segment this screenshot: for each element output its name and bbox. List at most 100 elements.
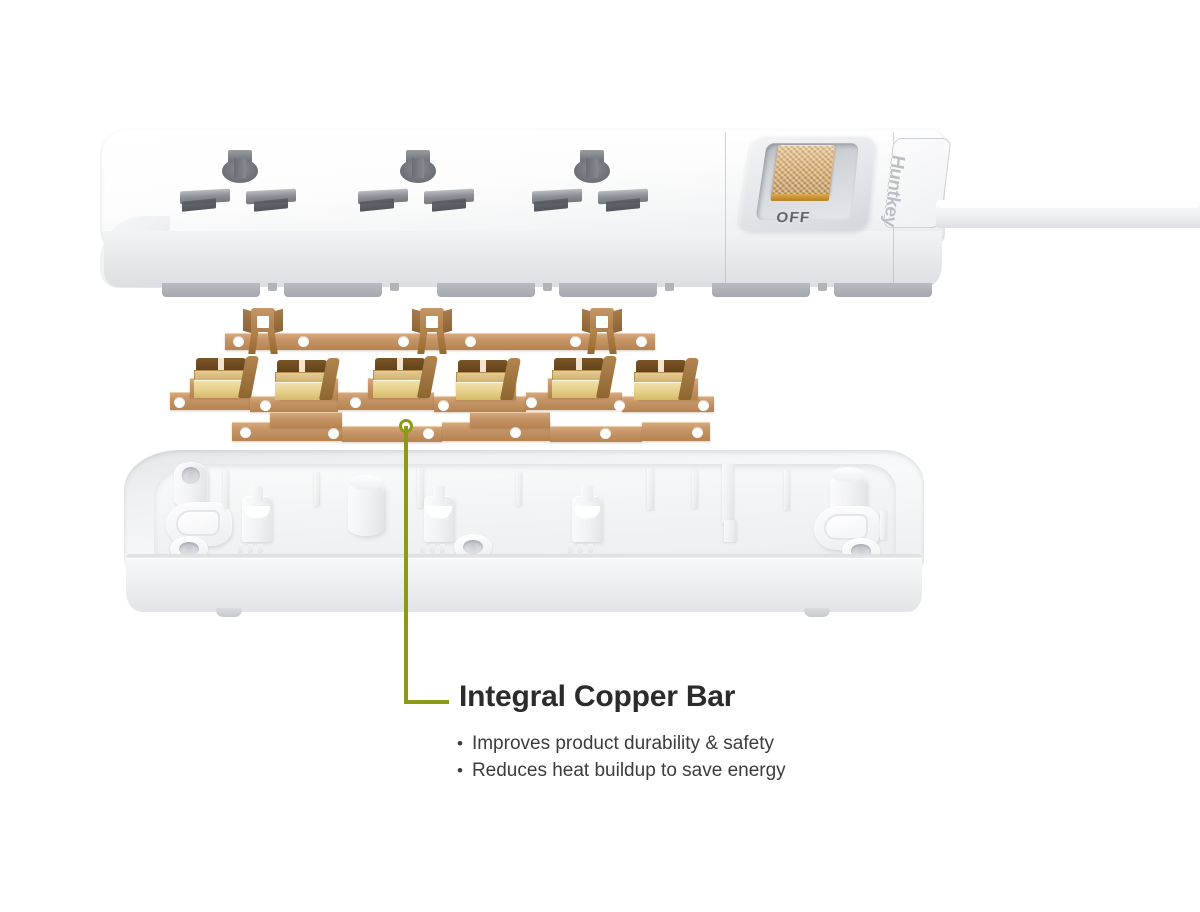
copper-bar-assembly	[170, 300, 715, 450]
socket-outlet-3[interactable]	[532, 150, 648, 220]
copper-bar-hole	[465, 336, 476, 347]
contact-post	[424, 486, 454, 542]
shell-underside-nub	[268, 283, 277, 291]
copper-bar-hole	[233, 336, 244, 347]
socket-round-pin-hole	[574, 150, 610, 184]
internal-rib	[880, 510, 887, 540]
socket-round-pin-hole	[400, 150, 436, 184]
socket-outlet-1[interactable]	[180, 150, 296, 220]
feature-bullet-item: • Improves product durability & safety	[457, 730, 977, 757]
internal-rib	[314, 472, 320, 506]
copper-bar-hole	[698, 400, 709, 411]
socket-round-pin-hole	[222, 150, 258, 184]
live-contact-clip	[550, 356, 618, 402]
base-mini-tab	[248, 544, 253, 553]
base-mini-tab	[440, 544, 445, 553]
base-mini-tab	[420, 544, 425, 553]
copper-bar-hole	[423, 428, 434, 439]
socket-flat-slot-left	[180, 188, 230, 212]
copper-bar-neutral-seg	[250, 396, 338, 412]
feature-bullet-text: Improves product durability & safety	[471, 733, 774, 754]
base-foot	[804, 608, 830, 617]
copper-bar-hole	[526, 397, 537, 408]
top-shell-front-edge	[104, 231, 942, 287]
internal-rib	[647, 468, 654, 510]
copper-bar-hole	[328, 428, 339, 439]
support-cylinder	[348, 475, 384, 536]
bullet-glyph: •	[457, 761, 463, 780]
copper-bar-hole	[260, 400, 271, 411]
socket-flat-slot-left	[532, 188, 582, 212]
top-shell-highlight	[118, 132, 918, 146]
base-mini-tab	[588, 544, 593, 553]
live-contact-clip	[192, 356, 260, 402]
internal-rib	[223, 470, 229, 508]
feature-title: Integral Copper Bar	[459, 680, 736, 713]
shell-underside-nub	[665, 283, 674, 291]
switch-rocker[interactable]	[770, 145, 836, 201]
copper-bar-hole	[614, 400, 625, 411]
socket-flat-slot-right	[424, 188, 474, 212]
base-mini-tab	[258, 544, 263, 553]
base-front-wall	[126, 558, 922, 612]
screw-boss	[174, 462, 208, 508]
callout-leader-line-horizontal	[404, 700, 449, 704]
copper-bar-hole	[510, 427, 521, 438]
socket-flat-slot-left	[358, 188, 408, 212]
shell-underside-tab	[559, 283, 657, 297]
copper-bar-neutral-seg	[434, 396, 526, 412]
earth-contact-clip	[412, 308, 452, 354]
copper-bar-live-seg	[550, 426, 642, 442]
contact-post	[572, 486, 602, 542]
power-cord-highlight	[940, 203, 1198, 208]
copper-bar-hole	[240, 427, 251, 438]
shell-underside-nub	[543, 283, 552, 291]
copper-bar-hole	[350, 397, 361, 408]
socket-flat-slot-right	[598, 188, 648, 212]
copper-bar-hole	[174, 397, 185, 408]
internal-rib	[784, 470, 790, 510]
socket-outlet-2[interactable]	[358, 150, 474, 220]
brand-logo-text: Huntkey	[878, 155, 909, 227]
internal-rib	[516, 472, 522, 506]
internal-rib	[692, 470, 698, 508]
earth-contact-clip	[243, 308, 283, 354]
live-contact-clip	[454, 358, 522, 404]
base-foot	[216, 608, 242, 617]
copper-bar-live-riser	[270, 412, 342, 428]
copper-bar-hole	[692, 427, 703, 438]
top-shell-seam-left	[725, 132, 726, 284]
shell-underside-tab	[284, 283, 382, 297]
earth-contact-clip	[582, 308, 622, 354]
contact-post	[242, 486, 272, 542]
live-contact-clip	[632, 358, 700, 404]
copper-bar-live-seg	[342, 426, 442, 442]
copper-bar-hole	[298, 336, 309, 347]
internal-rib	[417, 468, 424, 508]
base-mini-tab	[568, 544, 573, 553]
live-contact-clip	[371, 356, 439, 402]
power-strip-top-shell: OFF Huntkey	[100, 128, 952, 297]
power-strip-bottom-housing	[124, 450, 924, 622]
base-cavity	[154, 464, 896, 556]
copper-bar-hole	[398, 336, 409, 347]
switch-off-label: OFF	[775, 209, 812, 227]
internal-divider-foot	[724, 520, 737, 542]
shell-underside-tab	[712, 283, 810, 297]
feature-bullet-list: • Improves product durability & safety •…	[457, 730, 977, 784]
base-mini-tab	[238, 544, 243, 553]
feature-bullet-item: • Reduces heat buildup to save energy	[457, 757, 977, 784]
copper-bar-hole	[636, 336, 647, 347]
feature-bullet-text: Reduces heat buildup to save energy	[471, 760, 786, 781]
bullet-glyph: •	[457, 734, 463, 753]
shell-underside-nub	[818, 283, 827, 291]
shell-underside-tab	[162, 283, 260, 297]
socket-flat-slot-right	[246, 188, 296, 212]
callout-leader-line-vertical	[404, 426, 408, 704]
base-mini-tab	[578, 544, 583, 553]
base-mini-tab	[430, 544, 435, 553]
shell-underside-tab	[437, 283, 535, 297]
copper-bar-hole	[570, 336, 581, 347]
copper-bar-live-riser	[470, 412, 550, 428]
copper-bar-hole	[438, 400, 449, 411]
